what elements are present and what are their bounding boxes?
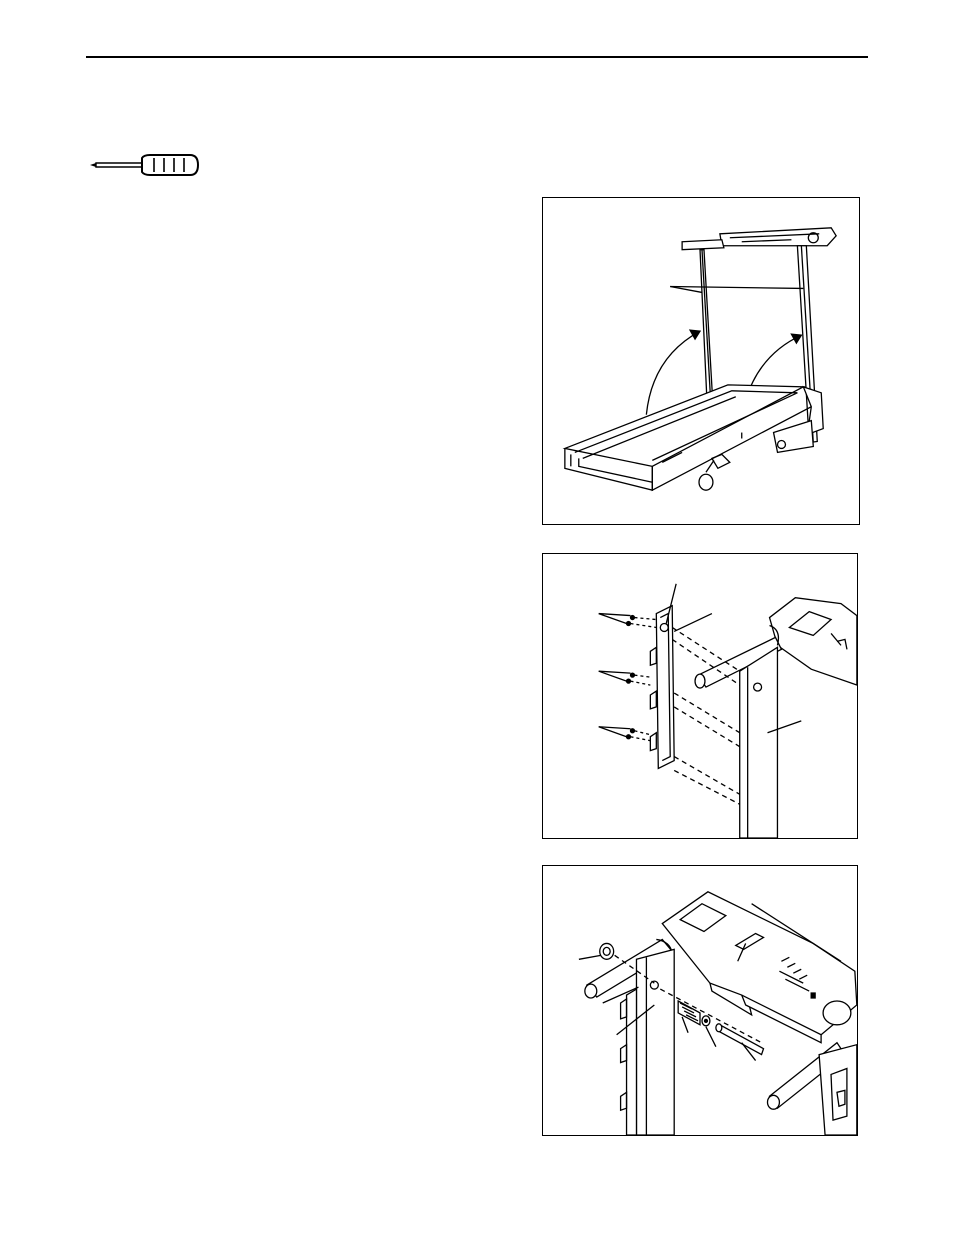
figure-upright-cover-attach xyxy=(542,553,858,839)
handrail-bolt-icon xyxy=(543,866,857,1135)
upright-cover-icon xyxy=(543,554,857,838)
header-rule xyxy=(86,56,868,58)
treadmill-icon xyxy=(543,198,859,524)
figure-handrail-bolt-attach xyxy=(542,865,858,1136)
figure-uprights-raised xyxy=(542,197,860,525)
phillips-screwdriver-icon xyxy=(86,150,202,180)
